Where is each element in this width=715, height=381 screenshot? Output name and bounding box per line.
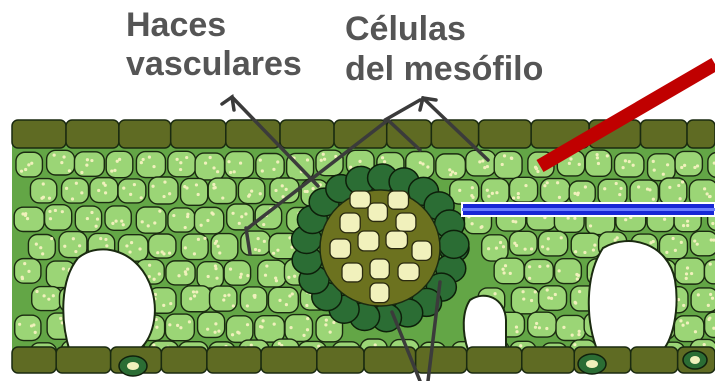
label-vascular-bundles-line1: Haces bbox=[126, 8, 226, 42]
label-mesophyll-cells-line2: del mesófilo bbox=[345, 52, 543, 86]
lower-epidermis bbox=[12, 347, 715, 373]
label-mesophyll-cells-line1: Células bbox=[345, 12, 466, 46]
air-space-right bbox=[589, 241, 677, 352]
label-vascular-bundles-line2: vasculares bbox=[126, 47, 302, 81]
air-space-small bbox=[464, 296, 506, 350]
